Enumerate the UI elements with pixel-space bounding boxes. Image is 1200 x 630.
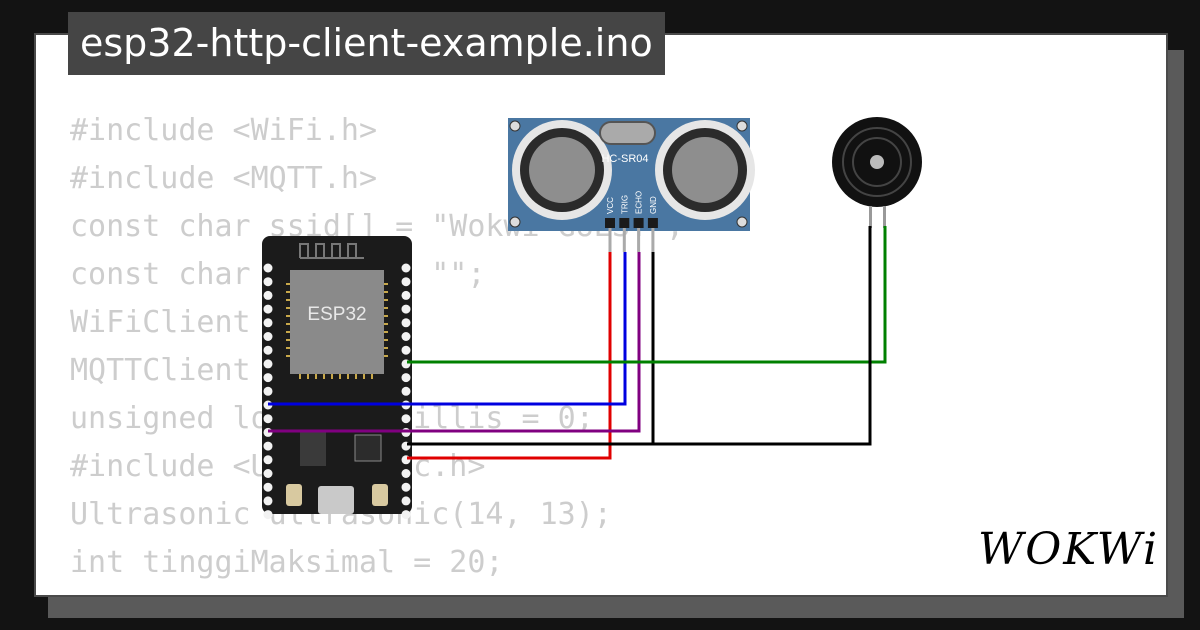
wokwi-logo: WOKWi [978,524,1160,575]
module-castellation [286,283,388,379]
header-pin[interactable] [401,386,411,396]
header-pin[interactable] [263,373,273,383]
header-pin[interactable] [263,304,273,314]
sensor-label: HC-SR04 [601,153,648,165]
sensor-pin-echo[interactable] [633,218,644,228]
wire-buzzer-signal[interactable] [407,226,887,364]
header-pin[interactable] [401,332,411,341]
wire-echo[interactable] [268,252,641,433]
esp32-label: ESP32 [307,304,366,325]
sensor-pin-label: ECHO [635,191,644,214]
sensor-pin-label: VCC [606,197,615,214]
esp32-board[interactable]: ESP32 [262,236,412,520]
sensor-pin-vcc[interactable] [605,218,615,228]
header-pin[interactable] [263,455,273,465]
header-pin[interactable] [401,304,411,314]
header-pin[interactable] [401,263,411,273]
transducer-right [655,120,755,220]
header-pin[interactable] [263,277,273,287]
wire-buzzer-gnd[interactable] [653,226,872,446]
code-line: int tinggiMaksimal = 20; [70,545,504,580]
wires [268,226,887,460]
sensor-pin-label: GND [649,196,658,214]
usb-port [318,486,354,514]
code-line: #include <WiFi.h> [70,113,378,148]
header-pin[interactable] [401,373,411,383]
header-pin[interactable] [263,510,273,520]
header-pin[interactable] [263,482,273,492]
header-pin[interactable] [401,318,411,328]
header-pin[interactable] [401,482,411,492]
buzzer[interactable] [832,117,922,228]
header-pin[interactable] [263,359,273,369]
esp32-right-header [401,263,411,520]
crystal-oscillator [599,121,656,145]
header-pin[interactable] [401,414,411,424]
header-pin[interactable] [401,469,411,478]
wire-trig[interactable] [268,252,627,406]
transducer-left [512,120,612,220]
usb-uart-chip [354,434,382,462]
wire-vcc[interactable] [407,252,612,460]
header-pin[interactable] [401,496,411,506]
header-pin[interactable] [401,345,411,355]
hc-sr04-sensor[interactable]: HC-SR04 VCC TRIG ECHO GND [508,118,755,252]
header-pin[interactable] [263,386,273,396]
sensor-pin-leg [637,228,641,252]
voltage-regulator [300,432,326,466]
wire-gnd[interactable] [407,252,655,446]
sensor-pin-leg [608,228,612,252]
header-pin[interactable] [263,414,273,424]
header-pin[interactable] [401,290,411,300]
header-pin[interactable] [263,496,273,506]
sensor-pin-leg [651,228,655,252]
code-line: #include <MQTT.h> [70,161,378,196]
header-pin[interactable] [263,263,273,273]
sensor-pin-header: VCC TRIG ECHO GND [605,191,658,252]
header-pin[interactable] [263,318,273,328]
antenna-icon [299,243,364,259]
header-pin[interactable] [263,469,273,478]
header-pin[interactable] [263,345,273,355]
sensor-pin-label: TRIG [620,195,629,214]
boot-button[interactable] [286,484,302,506]
reset-button[interactable] [372,484,388,506]
buzzer-pin-negative [869,206,872,228]
header-pin[interactable] [263,290,273,300]
header-pin[interactable] [401,510,411,520]
sensor-pin-trig[interactable] [619,218,630,228]
buzzer-pin-positive [883,206,886,228]
code-background: #include <WiFi.h>#include <MQTT.h>const … [70,107,684,595]
header-pin[interactable] [263,332,273,341]
header-pin[interactable] [263,441,273,451]
header-pin[interactable] [401,277,411,287]
sensor-pin-leg [622,228,626,252]
sensor-pin-gnd[interactable] [647,218,658,228]
code-line: int tinggi; [70,587,684,595]
esp32-module [290,270,384,374]
sketch-title[interactable]: esp32-http-client-example.ino [68,12,665,75]
